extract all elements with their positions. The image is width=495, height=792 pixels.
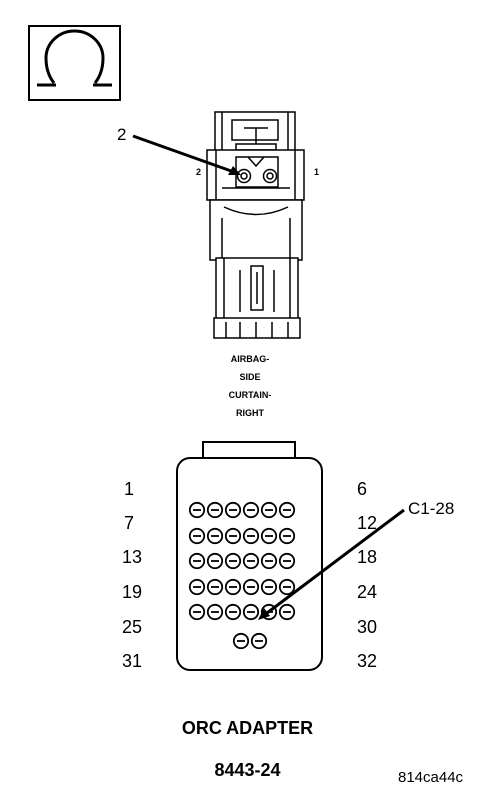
orc-pin-26 xyxy=(206,578,224,596)
airbag-name-line-2: SIDE xyxy=(239,372,261,382)
airbag-name-line-1: AIRBAG- xyxy=(230,354,270,364)
airbag-pin-label-right: 1 xyxy=(314,167,320,177)
orc-pin-10 xyxy=(242,501,260,519)
orc-pin-18 xyxy=(278,527,296,545)
orc-pin-23 xyxy=(260,552,278,570)
orc-pin-9 xyxy=(224,501,242,519)
orc-pin-28 xyxy=(242,578,260,596)
orc-pin-22 xyxy=(242,552,260,570)
orc-pin-7 xyxy=(188,501,206,519)
ohm-icon xyxy=(28,25,121,101)
orc-right-label-18: 18 xyxy=(357,547,378,567)
orc-right-label-6: 6 xyxy=(357,479,368,499)
orc-pin-27 xyxy=(224,578,242,596)
orc-pin-19 xyxy=(188,552,206,570)
orc-pin-36 xyxy=(278,603,296,621)
orc-callout-label: C1-28 xyxy=(408,499,455,518)
orc-pin-20 xyxy=(206,552,224,570)
orc-left-label-25: 25 xyxy=(122,617,143,637)
airbag-name-line-3: CURTAIN- xyxy=(228,390,272,400)
orc-left-label-7: 7 xyxy=(124,513,135,533)
orc-pin-17 xyxy=(260,527,278,545)
orc-left-label-1: 1 xyxy=(124,479,135,499)
airbag-name-line-4: RIGHT xyxy=(236,408,264,418)
airbag-callout-label: 2 xyxy=(117,125,127,144)
orc-pin-14 xyxy=(206,527,224,545)
orc-callout-leader xyxy=(258,508,405,620)
orc-pin-31 xyxy=(188,603,206,621)
orc-pin-38 xyxy=(250,632,268,650)
orc-left-label-31: 31 xyxy=(122,651,143,671)
orc-pin-29 xyxy=(260,578,278,596)
orc-right-label-32: 32 xyxy=(357,651,378,671)
orc-pin-8 xyxy=(206,501,224,519)
orc-pin-32 xyxy=(206,603,224,621)
airbag-pin-label-left: 2 xyxy=(196,167,202,177)
airbag-callout-leader xyxy=(132,134,241,175)
orc-pin-24 xyxy=(278,552,296,570)
airbag-connector-drawing xyxy=(206,111,305,339)
orc-pin-12 xyxy=(278,501,296,519)
airbag-connector-name: AIRBAG- SIDE CURTAIN- RIGHT xyxy=(200,350,300,422)
orc-part-number: 8443-24 xyxy=(214,760,281,780)
orc-pin-15 xyxy=(224,527,242,545)
orc-adapter-title: ORC ADAPTER xyxy=(181,718,314,738)
orc-right-label-24: 24 xyxy=(357,582,378,602)
orc-pin-33 xyxy=(224,603,242,621)
orc-pin-34 xyxy=(242,603,260,621)
orc-left-label-13: 13 xyxy=(122,547,143,567)
orc-left-label-19: 19 xyxy=(122,582,143,602)
orc-pin-25 xyxy=(188,578,206,596)
orc-right-label-12: 12 xyxy=(357,513,378,533)
orc-pin-11 xyxy=(260,501,278,519)
orc-pin-13 xyxy=(188,527,206,545)
orc-pin-16 xyxy=(242,527,260,545)
orc-pin-30 xyxy=(278,578,296,596)
figure-code: 814ca44c xyxy=(398,769,464,786)
orc-pin-21 xyxy=(224,552,242,570)
orc-right-label-30: 30 xyxy=(357,617,378,637)
orc-pin-37 xyxy=(232,632,250,650)
